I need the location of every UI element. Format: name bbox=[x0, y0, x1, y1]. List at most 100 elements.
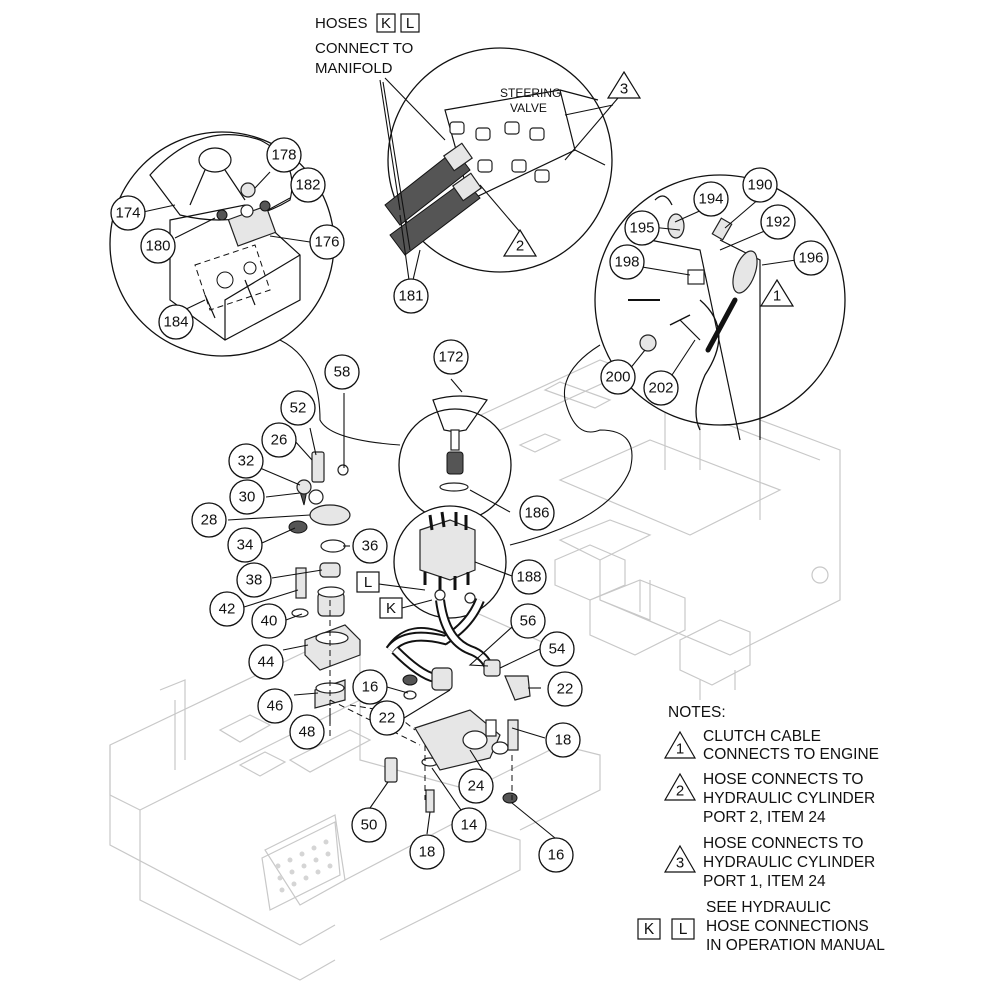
svg-text:174: 174 bbox=[115, 205, 140, 222]
callout-56: 56 bbox=[510, 603, 546, 639]
callout-36: 36 bbox=[352, 528, 388, 564]
svg-text:24: 24 bbox=[468, 778, 485, 795]
svg-text:3: 3 bbox=[620, 81, 628, 98]
callout-34: 34 bbox=[227, 527, 263, 563]
callout-192: 192 bbox=[760, 204, 796, 240]
callout-28: 28 bbox=[191, 502, 227, 538]
svg-text:IN OPERATION MANUAL: IN OPERATION MANUAL bbox=[706, 937, 885, 954]
callout-174: 174 bbox=[110, 195, 146, 231]
svg-text:182: 182 bbox=[295, 177, 320, 194]
callout-202: 202 bbox=[643, 370, 679, 406]
callout-40: 40 bbox=[251, 603, 287, 639]
note-kl: K L SEE HYDRAULIC HOSE CONNECTIONS IN OP… bbox=[637, 899, 885, 954]
svg-text:1: 1 bbox=[773, 288, 781, 305]
svg-text:178: 178 bbox=[271, 147, 296, 164]
svg-text:194: 194 bbox=[698, 191, 723, 208]
svg-text:HYDRAULIC CYLINDER: HYDRAULIC CYLINDER bbox=[703, 790, 875, 807]
svg-text:CLUTCH CABLE: CLUTCH CABLE bbox=[703, 728, 821, 745]
svg-text:L: L bbox=[364, 574, 372, 591]
parts-stack bbox=[288, 451, 531, 813]
svg-text:186: 186 bbox=[524, 505, 549, 522]
svg-text:58: 58 bbox=[334, 364, 351, 381]
svg-text:K: K bbox=[386, 600, 396, 617]
callout-14: 14 bbox=[451, 807, 487, 843]
note-box-k: K bbox=[644, 921, 655, 938]
svg-text:34: 34 bbox=[237, 537, 254, 554]
svg-text:3: 3 bbox=[676, 855, 684, 872]
detail-steering-unit bbox=[393, 505, 507, 619]
svg-text:56: 56 bbox=[520, 613, 537, 630]
callout-52: 52 bbox=[280, 390, 316, 426]
svg-text:195: 195 bbox=[629, 220, 654, 237]
callout-181: 181 bbox=[393, 278, 429, 314]
callout-22-right: 22 bbox=[547, 671, 583, 707]
svg-text:SEE HYDRAULIC: SEE HYDRAULIC bbox=[706, 899, 831, 916]
callout-18-bottom: 18 bbox=[409, 834, 445, 870]
steering-valve-line2: VALVE bbox=[510, 101, 547, 115]
triangle-marker-2: 2 bbox=[502, 228, 538, 257]
callouts: 174 178 182 180 176 184 181 194 190 195 … bbox=[110, 137, 829, 873]
svg-text:22: 22 bbox=[379, 710, 396, 727]
callout-178: 178 bbox=[266, 137, 302, 173]
svg-text:CONNECTS TO ENGINE: CONNECTS TO ENGINE bbox=[703, 746, 879, 763]
hoses-label-line2: CONNECT TO bbox=[315, 40, 413, 57]
svg-text:54: 54 bbox=[549, 641, 566, 658]
hoses-label-line3: MANIFOLD bbox=[315, 60, 393, 77]
callout-200: 200 bbox=[600, 359, 636, 395]
callout-188: 188 bbox=[511, 559, 547, 595]
callout-196: 196 bbox=[793, 240, 829, 276]
svg-text:192: 192 bbox=[765, 214, 790, 231]
callout-186: 186 bbox=[519, 495, 555, 531]
svg-text:172: 172 bbox=[438, 349, 463, 366]
detail-steering-column bbox=[398, 395, 512, 522]
notes-block: NOTES: 1 CLUTCH CABLE CONNECTS TO ENGINE… bbox=[637, 704, 885, 954]
svg-text:200: 200 bbox=[605, 369, 630, 386]
svg-text:202: 202 bbox=[648, 380, 673, 397]
svg-text:38: 38 bbox=[246, 572, 263, 589]
callout-42: 42 bbox=[209, 591, 245, 627]
callout-44: 44 bbox=[248, 644, 284, 680]
svg-text:176: 176 bbox=[314, 234, 339, 251]
callout-16-upper: 16 bbox=[352, 669, 388, 705]
svg-text:40: 40 bbox=[261, 613, 278, 630]
callout-50: 50 bbox=[351, 807, 387, 843]
steering-valve-line1: STEERING bbox=[500, 86, 561, 100]
callout-172: 172 bbox=[433, 339, 469, 375]
svg-text:14: 14 bbox=[461, 817, 478, 834]
callout-32: 32 bbox=[228, 443, 264, 479]
svg-text:48: 48 bbox=[299, 724, 316, 741]
callout-194: 194 bbox=[693, 181, 729, 217]
svg-text:18: 18 bbox=[419, 844, 436, 861]
callout-58: 58 bbox=[324, 354, 360, 390]
callout-46: 46 bbox=[257, 688, 293, 724]
callout-180: 180 bbox=[140, 228, 176, 264]
callout-26: 26 bbox=[261, 422, 297, 458]
svg-text:50: 50 bbox=[361, 817, 378, 834]
callout-184: 184 bbox=[158, 304, 194, 340]
callout-22-left: 22 bbox=[369, 700, 405, 736]
hoses-box-k: K bbox=[381, 15, 391, 32]
svg-text:188: 188 bbox=[516, 569, 541, 586]
callout-190: 190 bbox=[742, 167, 778, 203]
svg-text:26: 26 bbox=[271, 432, 288, 449]
notes-title: NOTES: bbox=[668, 704, 726, 721]
svg-text:2: 2 bbox=[516, 238, 524, 255]
svg-text:HYDRAULIC CYLINDER: HYDRAULIC CYLINDER bbox=[703, 854, 875, 871]
svg-text:44: 44 bbox=[258, 654, 275, 671]
callout-198: 198 bbox=[609, 244, 645, 280]
grille bbox=[261, 821, 341, 911]
svg-text:22: 22 bbox=[557, 681, 574, 698]
svg-text:180: 180 bbox=[145, 238, 170, 255]
callout-16-bottom: 16 bbox=[538, 837, 574, 873]
detail-steering-valve bbox=[384, 47, 613, 273]
callout-54: 54 bbox=[539, 631, 575, 667]
steering-valve-label: STEERING VALVE bbox=[500, 86, 561, 115]
note-box-l: L bbox=[679, 921, 688, 938]
hoses-label: HOSES K L CONNECT TO MANIFOLD bbox=[315, 13, 420, 77]
note-item-3: 3 HOSE CONNECTS TO HYDRAULIC CYLINDER PO… bbox=[663, 835, 875, 890]
detail-steering-wheel bbox=[109, 131, 335, 357]
callout-24: 24 bbox=[458, 768, 494, 804]
note-item-2: 2 HOSE CONNECTS TO HYDRAULIC CYLINDER PO… bbox=[663, 771, 875, 826]
svg-text:HOSE CONNECTIONS: HOSE CONNECTIONS bbox=[706, 918, 869, 935]
